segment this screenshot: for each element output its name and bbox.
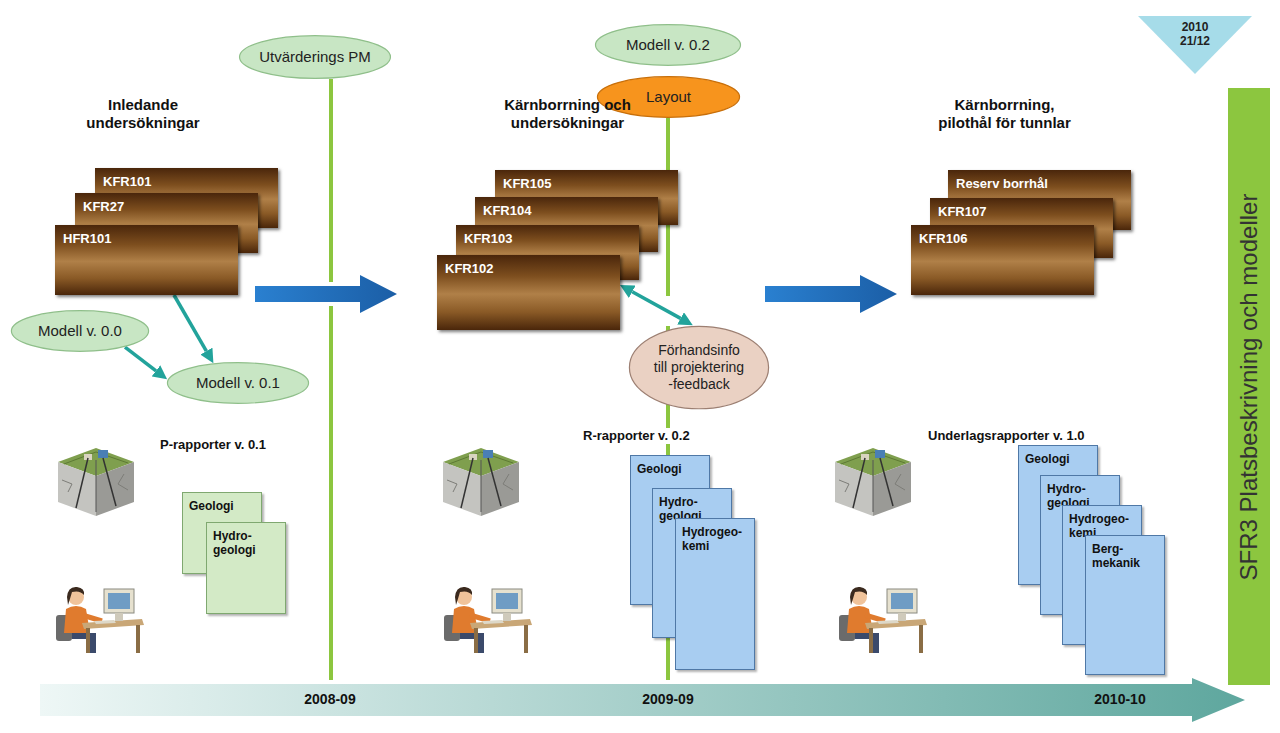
- connector-arrow: [632, 292, 680, 319]
- report-heading: R-rapporter v. 0.2: [580, 428, 693, 444]
- phase-divider: [329, 79, 333, 282]
- node-text: 2010 21/12: [1174, 20, 1216, 48]
- borehole-box: KFR106: [911, 225, 1094, 295]
- phase-arrow: [255, 275, 397, 313]
- phase-arrow: [765, 275, 897, 313]
- desk-worker-icon: [839, 587, 927, 653]
- ellipse-shape: [11, 311, 148, 352]
- borehole-box: HFR101: [55, 225, 238, 295]
- node-text: Geologi: [637, 462, 703, 476]
- node-text: Layout: [646, 88, 691, 106]
- node-text: Berg- mekanik: [1092, 542, 1158, 570]
- connector-arrow: [174, 295, 206, 351]
- drilling-icon: [443, 448, 519, 516]
- node-text: Hydro- geologi: [213, 529, 279, 557]
- model-ellipse: Modell v. 0.0: [10, 310, 150, 352]
- report-heading: Underlagsrapporter v. 1.0: [928, 428, 1085, 444]
- feedback-ellipse: Förhandsinfo till projektering -feedback: [628, 325, 770, 410]
- phase-heading: Kärnborrning, pilothål för tunnlar: [932, 96, 1077, 132]
- deadline-triangle: 2010 21/12: [1138, 16, 1252, 74]
- drilling-icon: [58, 448, 134, 516]
- node-text: HFR101: [63, 231, 230, 247]
- phase-heading: Inledande undersökningar: [78, 96, 208, 132]
- node-text: KFR101: [103, 174, 270, 190]
- connector-arrow: [125, 347, 156, 371]
- drilling-icon: [835, 448, 911, 516]
- node-text: KFR102: [445, 261, 612, 277]
- ellipse-shape: [240, 36, 391, 79]
- node-text: Modell v. 0.1: [196, 374, 280, 392]
- node-text: Reserv borrhål: [956, 176, 1123, 192]
- desk-worker-icon: [56, 587, 144, 653]
- timeline-arrow: [40, 678, 1245, 722]
- report-document: Hydro- geologi: [206, 522, 286, 614]
- desk-worker-icon: [444, 587, 532, 653]
- report-heading: P-rapporter v. 0.1: [160, 437, 266, 453]
- report-document: Berg- mekanik: [1085, 535, 1165, 675]
- ellipse-shape: [629, 326, 768, 408]
- node-text: KFR27: [83, 199, 250, 215]
- node-text: Hydrogeo- kemi: [682, 525, 748, 553]
- model-ellipse: Modell v. 0.1: [166, 362, 310, 404]
- node-text: KFR104: [483, 203, 650, 219]
- timeline-date: 2009-09: [618, 691, 718, 708]
- node-text: Förhandsinfo till projektering -feedback: [650, 342, 748, 393]
- phase-divider: [329, 306, 333, 680]
- node-text: KFR105: [503, 176, 670, 192]
- model-ellipse: Modell v. 0.2: [594, 24, 742, 66]
- node-text: SFR3 Platsbeskrivning och modeller: [1235, 193, 1263, 580]
- node-text: Geologi: [1025, 452, 1091, 466]
- node-text: KFR107: [938, 204, 1105, 220]
- ellipse-shape: [167, 363, 308, 404]
- node-text: Utvärderings PM: [259, 48, 371, 66]
- report-document: Hydrogeo- kemi: [675, 518, 755, 670]
- node-text: Modell v. 0.0: [38, 322, 122, 340]
- ellipse-shape: [595, 25, 740, 66]
- node-text: Modell v. 0.2: [626, 36, 710, 54]
- node-text: KFR106: [919, 231, 1086, 247]
- triangle-shape: [1138, 16, 1252, 74]
- timeline-date: 2010-10: [1070, 691, 1170, 708]
- node-text: KFR103: [464, 231, 631, 247]
- borehole-box: KFR102: [437, 255, 620, 330]
- timeline-date: 2008-09: [280, 691, 380, 708]
- node-text: Geologi: [189, 499, 255, 513]
- phase-heading: Kärnborrning och undersökningar: [500, 96, 635, 132]
- milestone-ellipse: Utvärderings PM: [238, 35, 392, 79]
- title-band: SFR3 Platsbeskrivning och modeller: [1228, 88, 1270, 685]
